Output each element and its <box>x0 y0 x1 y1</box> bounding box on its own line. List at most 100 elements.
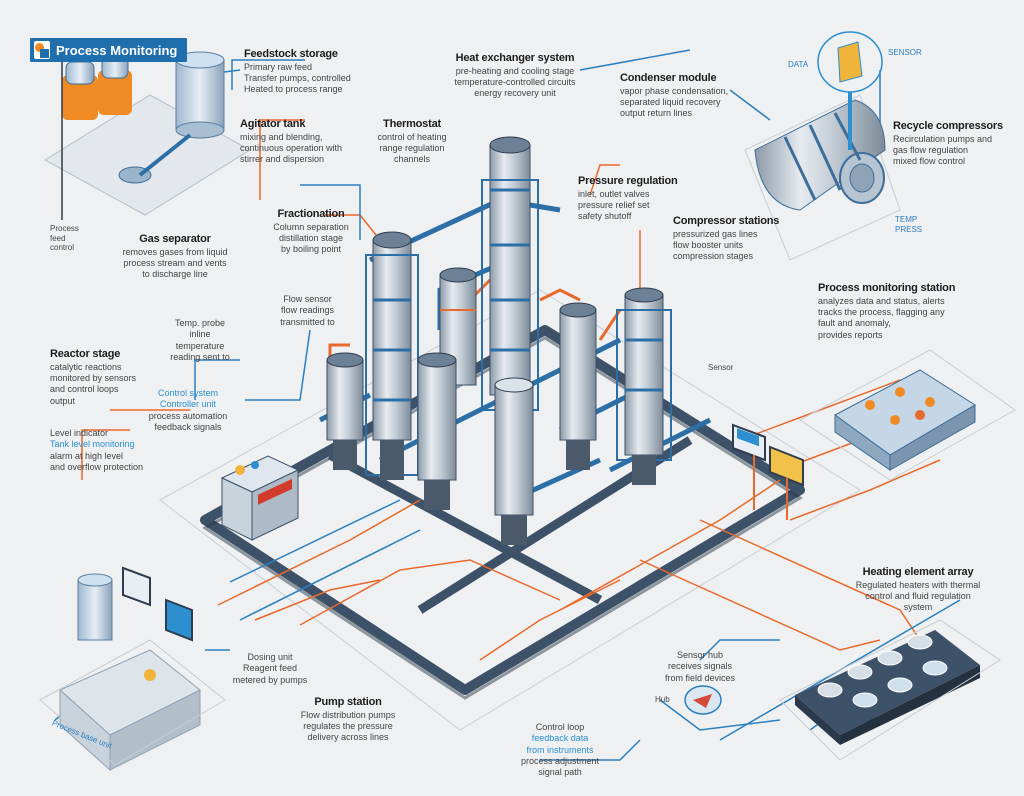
callout-line: compression stages <box>673 251 754 262</box>
callout-pressure-regulation: Pressure regulation inlet, outlet valves… <box>578 175 678 223</box>
callout-line: from instruments <box>526 744 594 755</box>
callout-line: metered by pumps <box>232 674 308 685</box>
hub-tag: Hub <box>655 695 670 704</box>
column-middle <box>439 267 477 386</box>
callout-line: range regulation <box>379 143 445 153</box>
callout-line: inlet, outlet valves <box>578 188 650 199</box>
process-feed-note: Process feed control <box>50 224 79 253</box>
callout-line: Recirculation pumps and <box>893 133 993 144</box>
callout-dosing-unit: Dosing unit Reagent feed metered by pump… <box>225 652 315 686</box>
callout-line: delivery across lines <box>307 732 389 743</box>
callout-line: process adjustment <box>520 755 600 766</box>
callout-condenser: Condenser module vapor phase condensatio… <box>620 72 728 120</box>
callout-title: Temp. probe <box>174 318 226 328</box>
callout-heat-exchanger: Heat exchanger system pre-heating and co… <box>430 52 600 100</box>
heating-array <box>799 349 1016 481</box>
callout-line: Tank level monitoring <box>50 439 135 450</box>
distillation-columns <box>318 136 712 545</box>
column-small-left <box>326 352 364 470</box>
note-line: Process <box>50 224 79 233</box>
callout-line: by boiling point <box>280 244 342 255</box>
callout-line: mixed flow control <box>893 156 966 167</box>
callout-temp-probe: Temp. probe inline temperature reading s… <box>165 318 235 363</box>
tag-line: PRESS <box>895 224 923 234</box>
callout-line: analyzes data and status, alerts <box>818 295 945 306</box>
callout-thermostat: Thermostat control of heating range regu… <box>372 118 452 166</box>
callout-title: Heat exchanger system <box>455 52 575 64</box>
callout-line: process stream and vents <box>123 258 227 268</box>
callout-line: removes gases from liquid <box>122 246 228 257</box>
callout-title: Process monitoring station <box>818 282 956 294</box>
callout-line: Heated to process range <box>244 84 343 95</box>
callout-title: Thermostat <box>383 118 441 130</box>
callout-title: Flow sensor <box>283 294 332 304</box>
callout-line: Controller unit <box>159 399 217 410</box>
callout-flow-sensor: Flow sensor flow readings transmitted to <box>260 294 355 328</box>
callout-line: provides reports <box>818 329 883 340</box>
callout-line: gas flow regulation <box>893 145 969 155</box>
callout-line: Flow distribution pumps <box>300 709 396 720</box>
callout-line: safety shutoff <box>578 211 632 222</box>
sensor-hub <box>684 685 722 715</box>
callout-line: control and fluid regulation <box>865 591 971 601</box>
note-line: feed <box>50 233 66 243</box>
callout-pump-station: Pump station Flow distribution pumps reg… <box>298 696 398 744</box>
callout-line: output return lines <box>620 108 693 119</box>
callout-title: Condenser module <box>620 72 717 84</box>
callout-line: mixing and blending, <box>240 131 323 142</box>
callout-line: temperature-controlled circuits <box>454 77 576 87</box>
callout-gas-separator: Gas separator removes gases from liquid … <box>115 233 235 281</box>
column-front-center <box>494 377 534 545</box>
callout-line: process automation <box>148 410 228 421</box>
column-right-b <box>616 287 672 485</box>
column-front-left <box>417 352 457 510</box>
column-right-a <box>559 302 597 470</box>
callout-line: from field devices <box>664 672 736 683</box>
tag-line: TEMP <box>895 215 918 224</box>
sensor-tag: SENSOR <box>888 48 922 57</box>
callout-line: pressurized gas lines <box>673 228 758 239</box>
callout-line: receives signals <box>667 661 733 672</box>
callout-monitoring-module: Process monitoring station analyzes data… <box>818 282 955 341</box>
gear-logo-icon <box>34 41 50 59</box>
callout-line: Reagent feed <box>242 663 298 674</box>
dosing-unit <box>39 566 226 772</box>
callout-line: and control loops <box>50 384 119 395</box>
callout-reactor: Reactor stage catalytic reactions monito… <box>50 348 136 407</box>
callout-line: channels <box>393 154 431 165</box>
callout-line: catalytic reactions <box>50 361 122 372</box>
pump-station <box>779 619 1001 761</box>
callout-line: control of heating <box>377 131 447 142</box>
callout-line: flow booster units <box>673 240 744 250</box>
callout-control-system: Control system Controller unit process a… <box>138 388 238 433</box>
display-signs <box>732 423 804 520</box>
callout-title: Feedstock storage <box>244 48 338 60</box>
callout-control-loop: Control loop feedback data from instrume… <box>520 722 600 778</box>
callout-title: Recycle compressors <box>893 120 1003 132</box>
callout-line: regulates the pressure <box>303 721 393 731</box>
callout-title: Compressor stations <box>673 215 780 227</box>
callout-title: Control system <box>157 388 219 398</box>
callout-title: Pump station <box>314 696 382 708</box>
callout-line: signal path <box>538 767 582 777</box>
callout-line: feedback data <box>531 733 589 744</box>
callout-line: pre-heating and cooling stage <box>455 65 575 76</box>
callout-line: monitored by sensors <box>50 373 137 383</box>
callout-heating-element: Heating element array Regulated heaters … <box>848 566 988 614</box>
callout-line: flow readings <box>280 305 335 316</box>
callout-compressor-stations: Compressor stations pressurized gas line… <box>673 215 779 263</box>
callout-agitator: Agitator tank mixing and blending, conti… <box>240 118 342 166</box>
callout-line: Column separation <box>273 221 349 232</box>
tall-column <box>481 136 539 411</box>
app-title: Process Monitoring <box>56 42 178 58</box>
callout-title: Pressure regulation <box>578 175 678 187</box>
callout-line: fault and anomaly, <box>818 318 891 329</box>
callout-line: reading sent to <box>170 351 230 362</box>
callout-line: output <box>50 395 76 406</box>
column-left <box>365 231 419 480</box>
callout-level-indicator: Level indicator Tank level monitoring al… <box>50 428 143 473</box>
callout-title: Gas separator <box>139 233 211 245</box>
sensor-label: Sensor <box>708 363 734 372</box>
callout-line: inline temperature <box>175 329 225 351</box>
